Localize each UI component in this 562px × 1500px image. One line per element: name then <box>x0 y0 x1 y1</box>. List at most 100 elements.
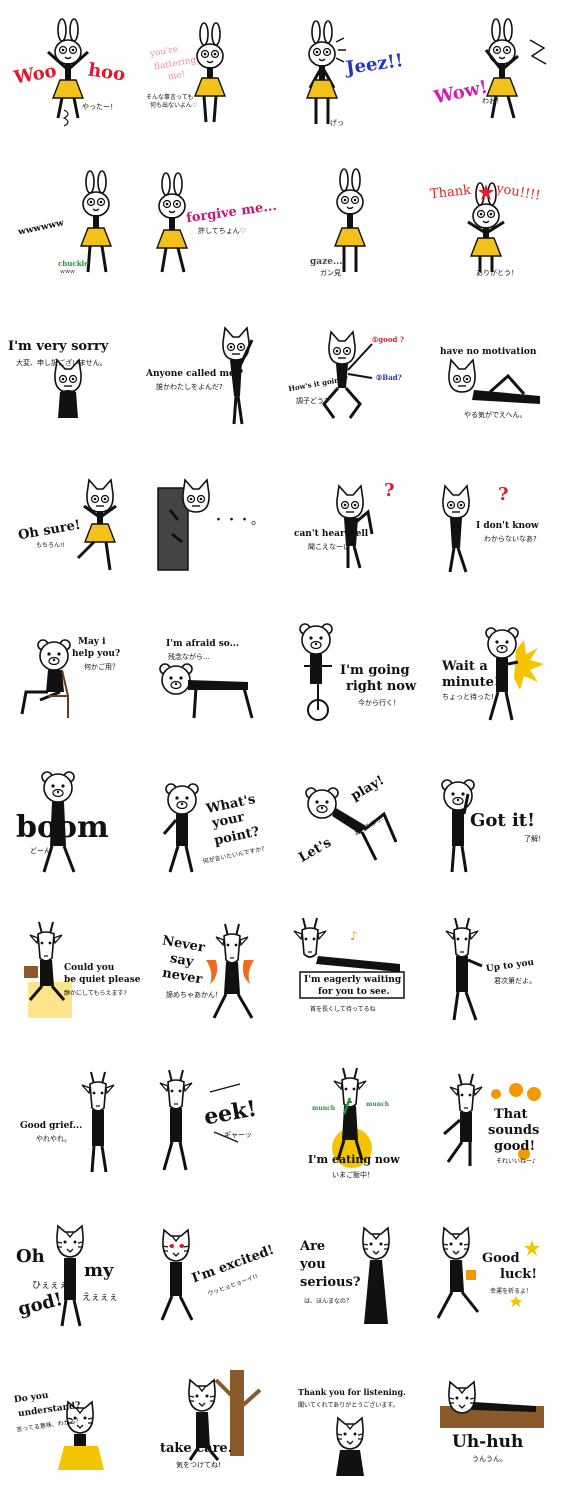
sticker-text: right now <box>346 679 417 694</box>
sticker-22[interactable]: What's your point? 何が言いたいんですか? <box>140 750 280 900</box>
sticker-text: That <box>494 1107 528 1122</box>
sticker-text: for you to see. <box>318 987 390 997</box>
cat-dancing-figure <box>76 479 117 571</box>
sticker-1[interactable]: Woo hoo やったー！ <box>0 0 140 150</box>
sticker-35[interactable]: Are you serious? は、ほんまなの？ <box>280 1200 420 1350</box>
sticker-jp-text: 静かにしてもらえます? <box>64 990 127 997</box>
sticker-text: Good <box>482 1251 520 1266</box>
sticker-text: be quiet please? <box>64 975 140 985</box>
sticker-30[interactable]: eek! ギャーッ <box>140 1050 280 1200</box>
tiger-excited-figure <box>160 1229 194 1321</box>
sticker-3[interactable]: Jeez!! げっ <box>280 0 420 150</box>
sticker-text: Could you <box>64 963 115 973</box>
sticker-jp-text: 大変、申し訳ございません。 <box>16 359 107 367</box>
sticker-jp-text: わお！ <box>482 97 503 105</box>
sticker-jp-text: ギャーッ <box>224 1131 252 1139</box>
sticker-25[interactable]: Could you be quiet please? 静かにしてもらえます? <box>0 900 140 1050</box>
sticker-text: gaze... <box>310 257 343 267</box>
sticker-21[interactable]: boom どーん <box>0 750 140 900</box>
cat-sitting-figure <box>322 331 373 419</box>
sticker-5[interactable]: wwwwww chuckle ｗｗｗ <box>0 150 140 300</box>
sticker-39[interactable]: Thank you for listening. 聞いてくれてありがとうございま… <box>280 1350 420 1500</box>
sticker-23[interactable]: Let's play! あーそぼっ！ <box>280 750 420 900</box>
sticker-jp-text: 気をつけてね! <box>176 1461 221 1469</box>
sticker-20[interactable]: Wait a minute! ちょっと待った! <box>420 600 560 750</box>
sticker-18[interactable]: I'm afraid so... 残念ながら... <box>140 600 280 750</box>
sticker-text: ①good ? <box>372 335 404 344</box>
sticker-jp-text: ひぇぇぇ <box>32 1281 69 1291</box>
sticker-2[interactable]: you're flattering me! そんな事言っても 何も出ないよん♡ <box>140 0 280 150</box>
sticker-jp-text: それいいねー♪ <box>496 1158 536 1165</box>
sticker-10[interactable]: Anyone called me ? 誰かわたしをよんだ? <box>140 300 280 450</box>
sticker-text: munch <box>312 1105 336 1112</box>
question-mark: ? <box>384 480 395 501</box>
tiger-dress-figure <box>362 1227 390 1324</box>
bunny-wow-figure <box>484 18 547 119</box>
goat-waiting-figure: ♪ <box>293 917 405 999</box>
sticker-jp-text: ガン見 <box>320 269 341 277</box>
sticker-text: May i <box>78 637 106 647</box>
sticker-15[interactable]: ? can't hear well 聞こえなーい <box>280 450 420 600</box>
sticker-33[interactable]: Oh my god! ひぇぇぇ えぇぇぇ <box>0 1200 140 1350</box>
sticker-text: Anyone called me ? <box>146 369 244 379</box>
sticker-19[interactable]: I'm going right now 今から行く！ <box>280 600 420 750</box>
goat-sighing-figure <box>81 1071 115 1173</box>
sticker-text: I don't know <box>476 521 539 531</box>
tiger-tree-figure <box>188 1370 262 1461</box>
sticker-jp-text: 今から行く！ <box>358 699 400 707</box>
sticker-jp-text: 誰かわたしをよんだ? <box>156 383 223 391</box>
bunny-cheering-figure <box>47 18 89 127</box>
sticker-14[interactable]: ・・・。 <box>140 450 280 600</box>
sticker-text: Wait a <box>442 659 488 674</box>
cat-standing-figure <box>222 327 254 425</box>
sticker-29[interactable]: Good grief... やれやれ。 <box>0 1050 140 1200</box>
sticker-16[interactable]: ? I don't know わからないなあ? <box>420 450 560 600</box>
question-mark: ? <box>498 484 509 505</box>
sticker-jp-text: えぇぇぇ <box>82 1293 119 1303</box>
sticker-7[interactable]: gaze... ガン見 <box>280 150 420 300</box>
cat-listening-figure <box>336 485 374 569</box>
bunny-thank-you-figure <box>467 182 505 272</box>
sticker-9[interactable]: I'm very sorry 大変、申し訳ございません。 <box>0 300 140 450</box>
sticker-text: boom <box>16 810 109 845</box>
tiger-lying-figure <box>440 1381 544 1428</box>
sticker-13[interactable]: Oh sure! もちろん!! <box>0 450 140 600</box>
sticker-jp-text: ｗｗｗ <box>60 269 76 275</box>
sticker-6[interactable]: forgive me... 許してちょん♡ <box>140 150 280 300</box>
sticker-37[interactable]: Do you understand? 言ってる意味、わかる？ <box>0 1350 140 1500</box>
sticker-jp-text: 幸運を祈るよ！ <box>490 1288 533 1295</box>
sticker-8[interactable]: Thank you!!!! ありがとう！ <box>420 150 560 300</box>
sticker-12[interactable]: have no motivation やる気がでえへん。 <box>420 300 560 450</box>
sticker-17[interactable]: May i help you? 何かご用？ <box>0 600 140 750</box>
sticker-text: ②Bad? <box>376 373 402 382</box>
sticker-26[interactable]: Never say never 諦めちゃあかん！ <box>140 900 280 1050</box>
sticker-jp-text: 何かご用？ <box>84 663 119 671</box>
sticker-text: Thank you for listening. <box>298 1387 406 1397</box>
sticker-27[interactable]: ♪ I'm eagerly waiting for you to see. 首を… <box>280 900 420 1050</box>
sticker-jp-text: やる気がでえへん。 <box>464 411 527 419</box>
sticker-31[interactable]: munch munch I'm eating now いまご飯中！ <box>280 1050 420 1200</box>
sticker-11[interactable]: ①good ? How's it going? ②Bad? 調子どう? <box>280 300 420 450</box>
sticker-jp-text: いまご飯中！ <box>332 1171 374 1179</box>
sticker-40[interactable]: Uh-huh うんうん。 <box>420 1350 560 1500</box>
sticker-jp-text: 聞いてくれてありがとうございます。 <box>298 1402 399 1409</box>
bear-pointing-figure <box>162 783 199 873</box>
sticker-34[interactable]: I'm excited! ウッヒョヒョーイ!! <box>140 1200 280 1350</box>
sticker-jp-text: ちょっと待った! <box>442 693 494 701</box>
sticker-text: I'm very sorry <box>8 339 109 354</box>
cat-shrugging-figure <box>442 485 470 573</box>
sticker-28[interactable]: Up to you 君次第だよ。 <box>420 900 560 1050</box>
bear-stop-figure <box>485 627 544 721</box>
sticker-32[interactable]: That sounds good! それいいねー♪ <box>420 1050 560 1200</box>
sticker-text: my <box>84 1260 114 1281</box>
sticker-4[interactable]: Wow! わお！ <box>420 0 560 150</box>
sticker-36[interactable]: Good luck! 幸運を祈るよ！ <box>420 1200 560 1350</box>
sticker-jp-text: もちろん!! <box>36 542 65 549</box>
sticker-24[interactable]: Got it! 了解！ <box>420 750 560 900</box>
sticker-38[interactable]: take care. 気をつけてね! <box>140 1350 280 1500</box>
goat-eating-figure <box>332 1067 372 1168</box>
tiger-shocked-figure <box>56 1225 84 1327</box>
bear-jumping-figure <box>305 787 398 861</box>
sticker-text: sounds <box>488 1123 540 1138</box>
